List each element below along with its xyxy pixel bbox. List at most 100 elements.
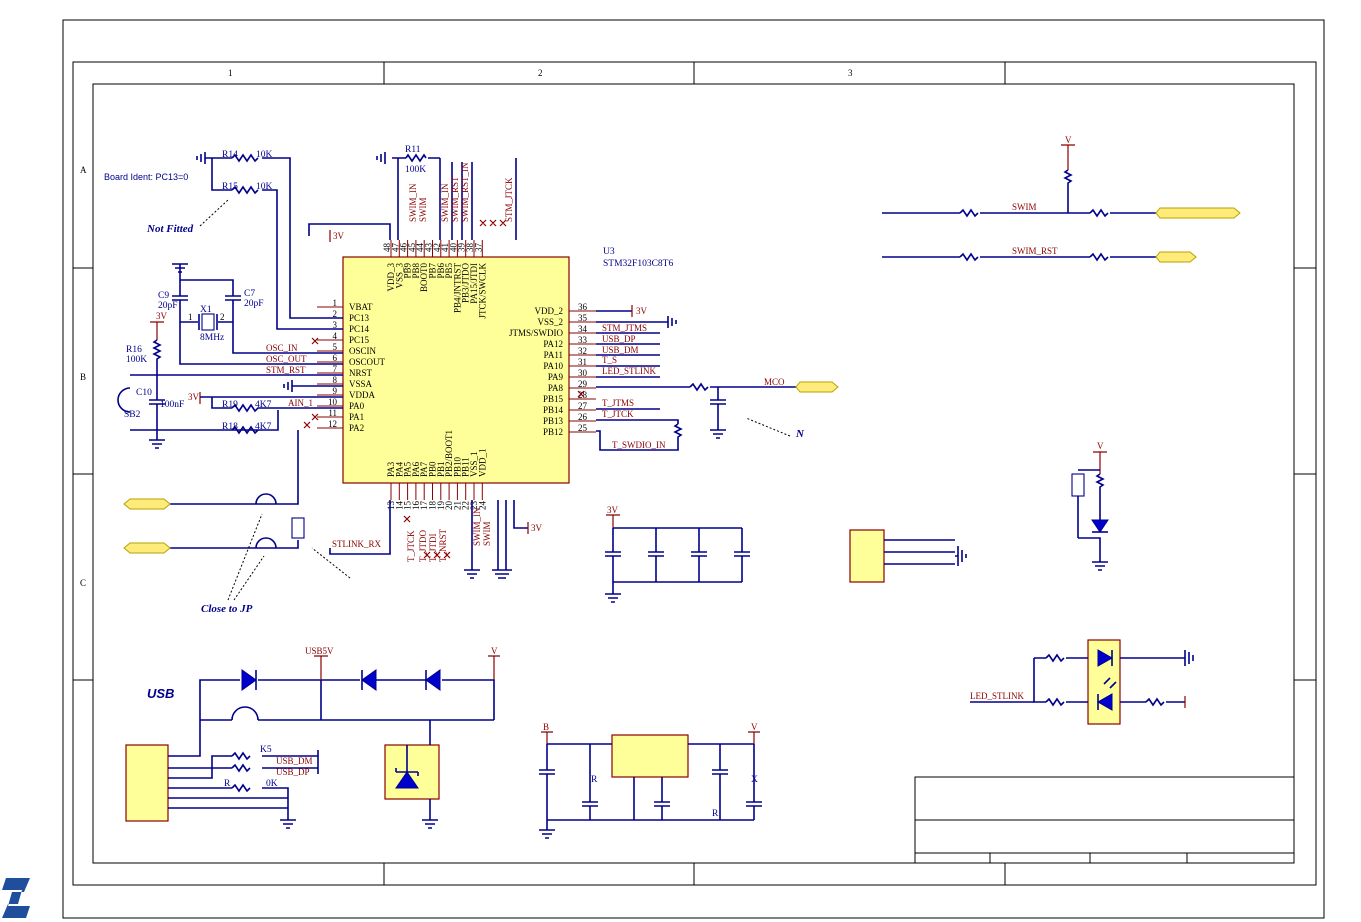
net-osc-out: OSC_OUT (266, 354, 307, 364)
top-net-swim: SWIM (418, 198, 428, 223)
net-usb-dp: USB_DP (602, 334, 636, 344)
net-swim-rst: SWIM_RST (1012, 246, 1058, 256)
k5-ref: K5 (260, 745, 272, 755)
led-network (1071, 451, 1109, 571)
pin-name-27: PB14 (543, 405, 564, 415)
pin-name-42: PB6 (436, 263, 446, 279)
st-logo-icon (2, 878, 30, 918)
pin-name-12: PA2 (349, 423, 364, 433)
usb-protection-symbol (395, 720, 438, 829)
pin-num-1: 1 (333, 298, 338, 308)
pin-name-37: JTCK/SWCLK (477, 263, 487, 319)
pin-name-3: PC14 (349, 324, 370, 334)
title-block (914, 776, 1295, 864)
decoupling-caps (605, 514, 750, 603)
pin-name-6: OSCOUT (349, 357, 386, 367)
3v-label-vdd1: 3V (531, 523, 543, 533)
mcu-ref: U3 (603, 247, 615, 257)
col-3-label: 3 (848, 68, 853, 78)
pin-num-42: 42 (432, 243, 442, 252)
c9-ref: C9 (158, 291, 169, 301)
x1-pin2: 2 (220, 312, 225, 322)
net-usb-dm: USB_DM (602, 345, 639, 355)
pin-num-23: 23 (469, 501, 479, 511)
pin-num-7: 7 (333, 364, 338, 374)
not-fitted-note: Not Fitted (146, 223, 194, 235)
bot-net-swim: SWIM (482, 522, 492, 547)
pin-num-38: 38 (465, 243, 475, 253)
connector-block-mid (849, 529, 885, 583)
net-stlink-rx: STLINK_RX (332, 539, 381, 549)
pin-name-14: PA4 (394, 461, 404, 477)
reg-x-ref: X (751, 775, 758, 785)
3v-label-r16: 3V (156, 311, 168, 321)
pin-num-44: 44 (415, 243, 425, 253)
pin-num-4: 4 (333, 331, 338, 341)
pin-name-41: PB5 (444, 263, 454, 279)
pin-num-46: 46 (399, 243, 409, 253)
pin-name-7: NRST (349, 368, 373, 378)
row-b-label: B (80, 372, 86, 382)
r14-value: 10K (256, 150, 273, 160)
net-ain-1: AIN_1 (288, 398, 313, 408)
usb-connector (125, 744, 169, 822)
bot-net-swim-in: SWIM_IN (472, 507, 482, 546)
r16-value: 100K (126, 355, 147, 365)
pin-name-40: PB4/JNTRST (452, 262, 462, 313)
c10-value: 100nF (160, 400, 184, 410)
pin-num-3: 3 (333, 320, 338, 330)
v-label-swim: V (1065, 135, 1072, 145)
pin-name-36: VDD_2 (535, 306, 564, 316)
crystal-network (172, 263, 343, 365)
pin-num-35: 35 (578, 313, 588, 323)
pin-name-9: VDDA (349, 390, 375, 400)
pin-num-24: 24 (477, 501, 487, 511)
r11-network (376, 152, 517, 240)
pin-name-28: PB15 (543, 394, 564, 404)
no-connect-marks-top (479, 219, 507, 227)
top-net-stm-jtck: STM_JTCK (504, 177, 514, 222)
net-led-stlink: LED_STLINK (602, 366, 656, 376)
pin-name-18: PB0 (428, 461, 438, 477)
no-connect-right (577, 390, 585, 398)
usb-0k-value: 0K (266, 779, 278, 789)
mcu-chip-body (342, 256, 570, 484)
pin-num-48: 48 (382, 243, 392, 253)
net-t-s: T_S (602, 355, 617, 365)
pin-num-43: 43 (424, 243, 434, 253)
pin-name-45: PB8 (411, 263, 421, 279)
n-note-arrow (745, 417, 791, 437)
pin-num-32: 32 (578, 346, 587, 356)
pin-name-2: PC13 (349, 313, 370, 323)
net-stm-rst: STM_RST (266, 365, 306, 375)
top-net-swim-rst: SWIM_RST (450, 176, 460, 222)
pin-num-41: 41 (440, 243, 450, 252)
net-usb-dp-2: USB_DP (276, 767, 310, 777)
pin-num-10: 10 (328, 397, 338, 407)
pin-num-2: 2 (333, 309, 338, 319)
x1-value: 8MHz (200, 333, 224, 343)
port-lower-left (123, 542, 171, 554)
pin-num-15: 15 (403, 501, 413, 511)
r18-ref: R18 (222, 422, 238, 432)
net-led-stlink-2: LED_STLINK (970, 691, 1024, 701)
swim-network (882, 144, 1156, 262)
no-connect-bottom (403, 515, 451, 559)
top-net-swim-in-2: SWIM_IN (440, 183, 450, 222)
drawing-area (92, 83, 1295, 864)
reset-network (117, 321, 343, 449)
pin-name-29: PA8 (548, 383, 564, 393)
pin-num-36: 36 (578, 302, 588, 312)
c10-ref: C10 (136, 388, 152, 398)
pin-name-44: BOOT0 (419, 263, 429, 292)
bot-net-t-nrst: T_NRST (438, 528, 448, 562)
pin-name-39: PB3/JTDO (461, 263, 471, 304)
pin-name-30: PA9 (548, 372, 564, 382)
net-osc-in: OSC_IN (266, 343, 298, 353)
port-upper-left (123, 498, 171, 510)
pin-num-22: 22 (461, 501, 471, 510)
pin-num-20: 20 (444, 501, 454, 511)
pin-name-38: PA15/JTDI (469, 263, 479, 304)
